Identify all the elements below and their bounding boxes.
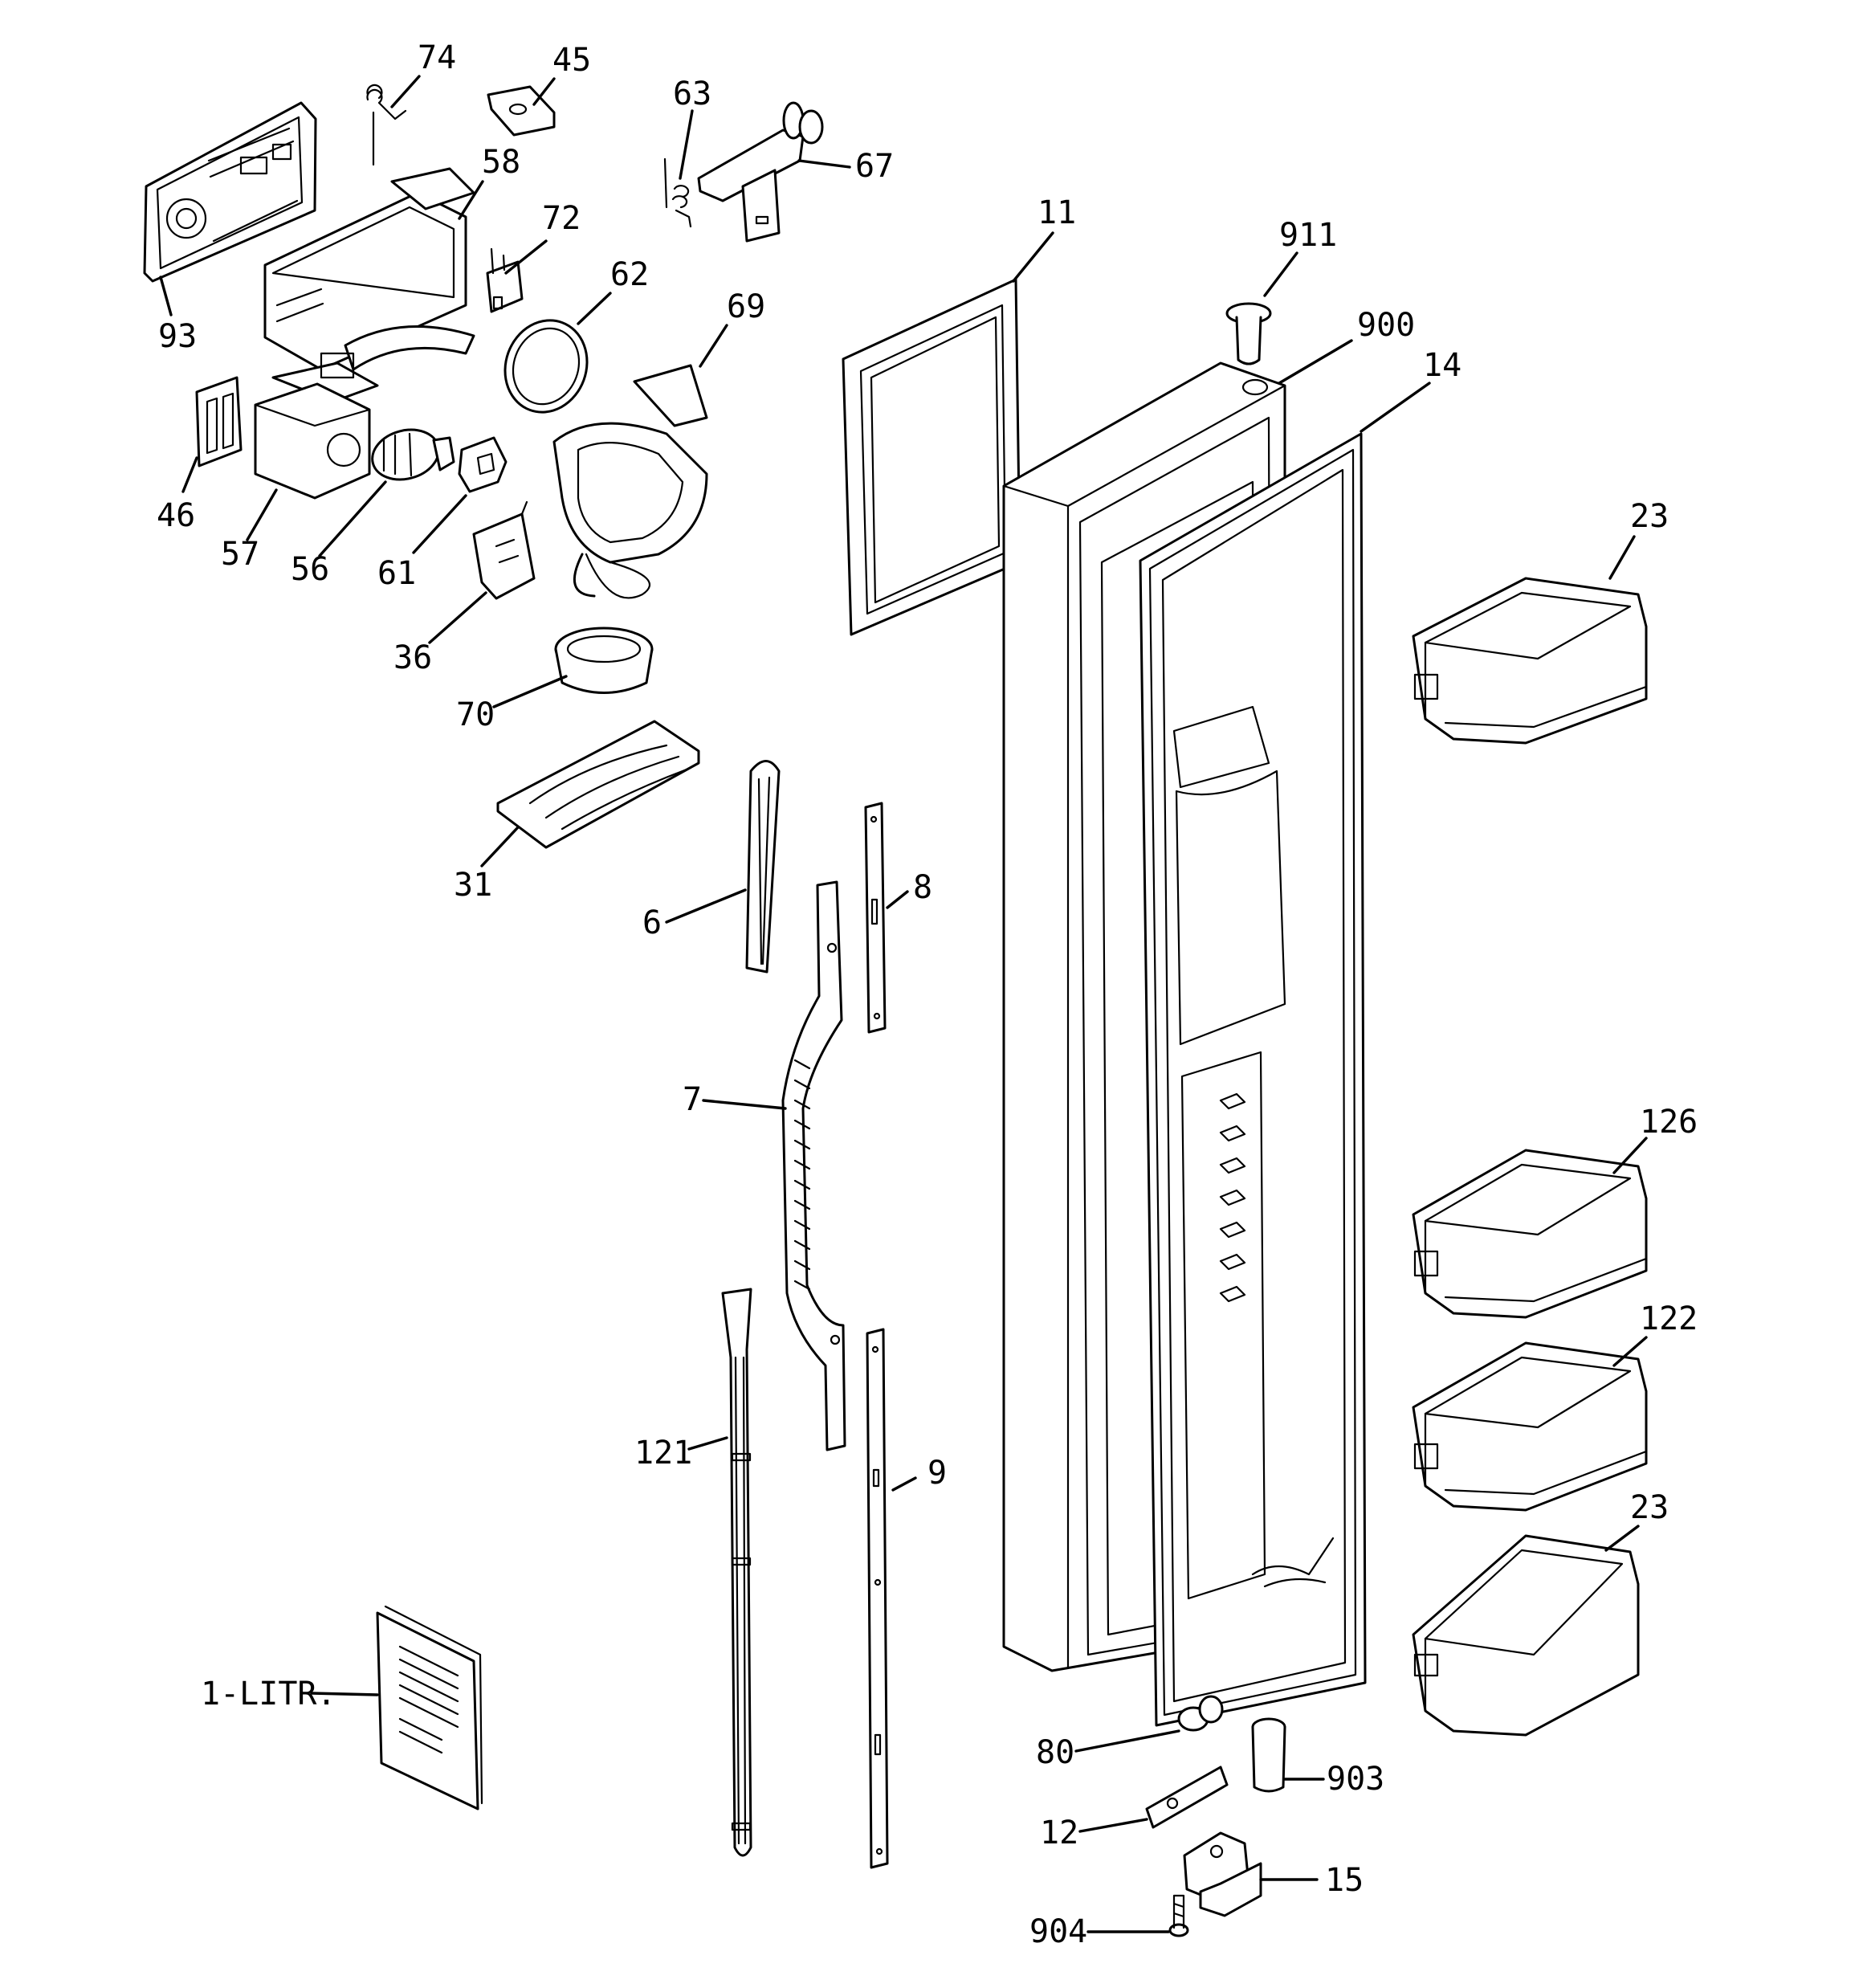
part-56-motor bbox=[371, 428, 455, 481]
callout-7: 7 bbox=[683, 1081, 702, 1118]
callout-61: 61 bbox=[377, 555, 416, 592]
part-11-dispenser-frame bbox=[842, 278, 1021, 636]
part-31-grille bbox=[496, 720, 700, 849]
part-7-handle bbox=[781, 880, 846, 1451]
callout-62: 62 bbox=[610, 256, 649, 293]
callout-903: 903 bbox=[1327, 1761, 1384, 1798]
part-121-trim bbox=[721, 1288, 752, 1857]
callout-12: 12 bbox=[1040, 1815, 1078, 1851]
callout-11: 11 bbox=[1037, 194, 1076, 231]
part-72-switch bbox=[486, 247, 524, 313]
part-23-door-bin-bottom bbox=[1412, 1534, 1640, 1737]
callout-126: 126 bbox=[1640, 1104, 1698, 1141]
part-14-door-gasket bbox=[1139, 432, 1367, 1727]
callout-121: 121 bbox=[634, 1435, 692, 1472]
callout-9: 9 bbox=[927, 1455, 947, 1492]
leader-lines bbox=[159, 75, 1648, 1933]
part-1-litr-manual bbox=[376, 1605, 483, 1810]
callout-74: 74 bbox=[418, 39, 456, 76]
callout-904: 904 bbox=[1029, 1913, 1087, 1950]
callout-67: 67 bbox=[855, 148, 894, 185]
part-67-actuator bbox=[697, 101, 824, 243]
callout-15: 15 bbox=[1325, 1862, 1364, 1899]
callout-70: 70 bbox=[456, 696, 495, 733]
callout-45: 45 bbox=[552, 42, 591, 79]
callout-58: 58 bbox=[482, 144, 520, 181]
part-61-coupler bbox=[458, 436, 508, 493]
part-9-strip bbox=[866, 1328, 889, 1869]
callout-1-litr: 1-LITR. bbox=[201, 1676, 336, 1712]
callout-23-bottom: 23 bbox=[1630, 1489, 1669, 1526]
callout-labels: 74 45 63 67 58 72 93 62 69 11 911 900 14… bbox=[157, 39, 1698, 1950]
callout-6: 6 bbox=[642, 904, 662, 941]
part-6-trim bbox=[745, 760, 781, 974]
part-904-screw bbox=[1168, 1894, 1189, 1937]
part-12-hinge-plate bbox=[1145, 1766, 1229, 1829]
part-126-door-bin bbox=[1412, 1149, 1648, 1319]
part-62-ring bbox=[503, 319, 589, 414]
part-122-door-bin bbox=[1412, 1341, 1648, 1512]
callout-69: 69 bbox=[727, 288, 765, 325]
callout-56: 56 bbox=[291, 551, 329, 588]
part-69-ice-funnel bbox=[552, 364, 708, 599]
callout-72: 72 bbox=[542, 200, 581, 237]
part-46-cover bbox=[195, 376, 243, 467]
callout-63: 63 bbox=[673, 76, 711, 112]
callout-80: 80 bbox=[1036, 1734, 1074, 1771]
part-8-strip bbox=[864, 802, 887, 1034]
part-58-dispenser-housing bbox=[263, 167, 475, 403]
part-911-bushing bbox=[1225, 302, 1272, 365]
callout-8: 8 bbox=[913, 869, 932, 906]
part-15-hinge bbox=[1183, 1831, 1262, 1917]
callout-57: 57 bbox=[221, 536, 259, 573]
callout-36: 36 bbox=[393, 639, 432, 676]
callout-23-top: 23 bbox=[1630, 498, 1669, 535]
part-23-door-bin-top bbox=[1412, 577, 1648, 745]
part-80-plug bbox=[1177, 1695, 1224, 1732]
part-93-control-board bbox=[143, 101, 317, 283]
part-63-spring bbox=[663, 157, 692, 228]
callout-122: 122 bbox=[1640, 1300, 1698, 1337]
callout-14: 14 bbox=[1423, 347, 1461, 384]
callout-900: 900 bbox=[1357, 307, 1415, 344]
part-70-ring bbox=[554, 627, 654, 694]
part-45-bracket bbox=[487, 85, 556, 137]
part-74-spring bbox=[366, 84, 407, 166]
callout-46: 46 bbox=[157, 497, 195, 534]
part-36-bracket bbox=[472, 500, 536, 600]
callout-93: 93 bbox=[158, 318, 197, 355]
callout-31: 31 bbox=[454, 867, 492, 904]
part-57-motor-cover bbox=[254, 382, 371, 500]
callout-911: 911 bbox=[1279, 217, 1337, 254]
part-903-bushing bbox=[1251, 1717, 1286, 1793]
